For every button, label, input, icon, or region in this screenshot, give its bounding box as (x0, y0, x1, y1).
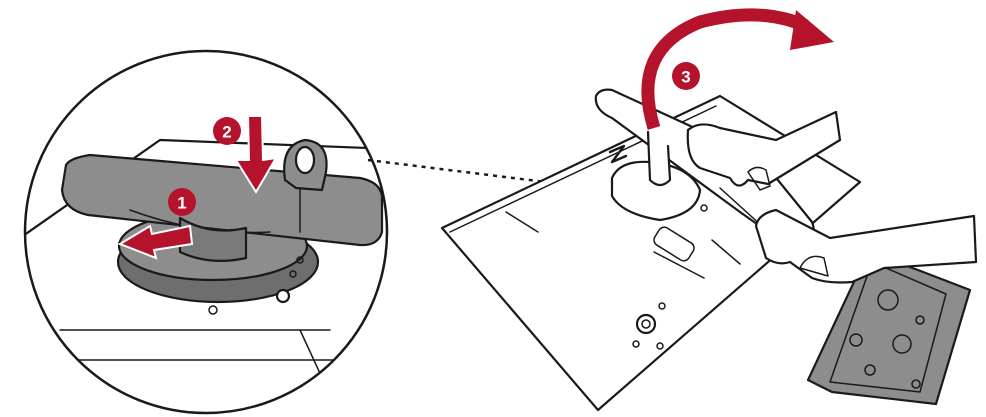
hand-lower (756, 210, 976, 283)
screw-hole (277, 290, 289, 302)
step-number-1: 1 (177, 194, 186, 213)
monitor-illustration (442, 90, 976, 410)
step-number-3: 3 (681, 68, 690, 87)
step-number-2: 2 (222, 123, 231, 142)
step-badge-2: 2 (213, 117, 241, 145)
rotate-arrowhead (790, 10, 834, 50)
kensington-lock (637, 315, 655, 333)
zoom-detail-view (20, 51, 420, 417)
step-badge-1: 1 (168, 188, 196, 216)
step-badge-3: 3 (672, 62, 700, 90)
